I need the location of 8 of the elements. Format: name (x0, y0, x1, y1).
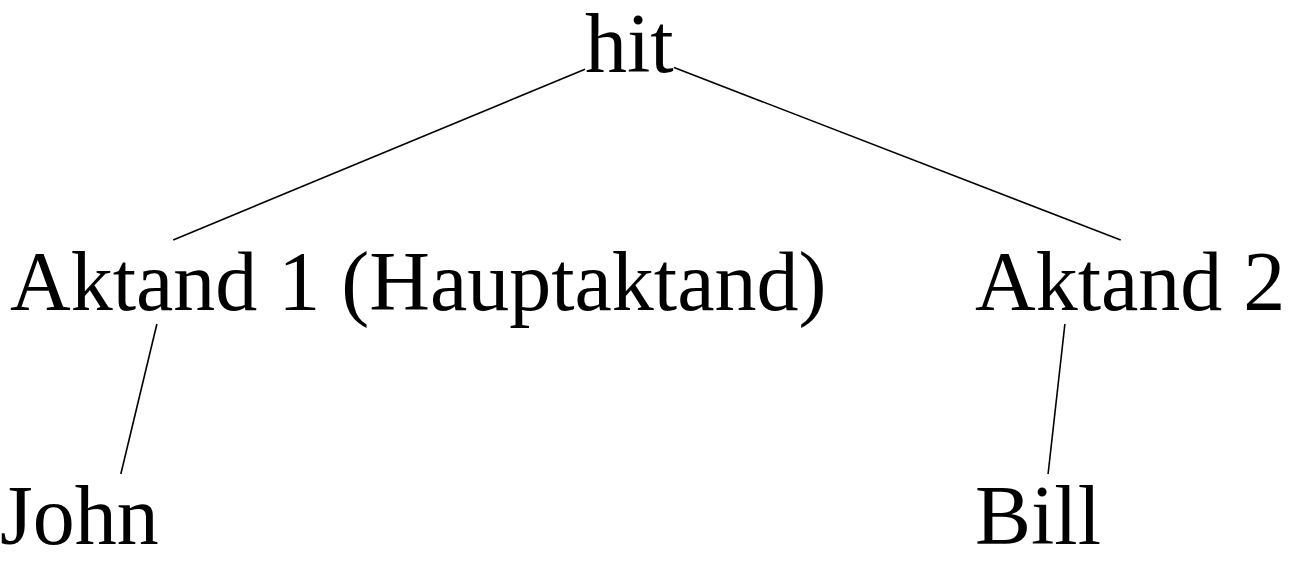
tree-node-label: John (0, 474, 159, 558)
tree-branch-line (673, 66, 1122, 241)
tree-node-label: Aktand 2 (975, 240, 1286, 324)
tree-branch-line (120, 323, 158, 475)
tree-branch-line (1047, 323, 1066, 475)
tree-branch-line (172, 68, 586, 241)
tree-node-label: Bill (975, 474, 1102, 558)
tree-node-label: hit (585, 2, 674, 86)
